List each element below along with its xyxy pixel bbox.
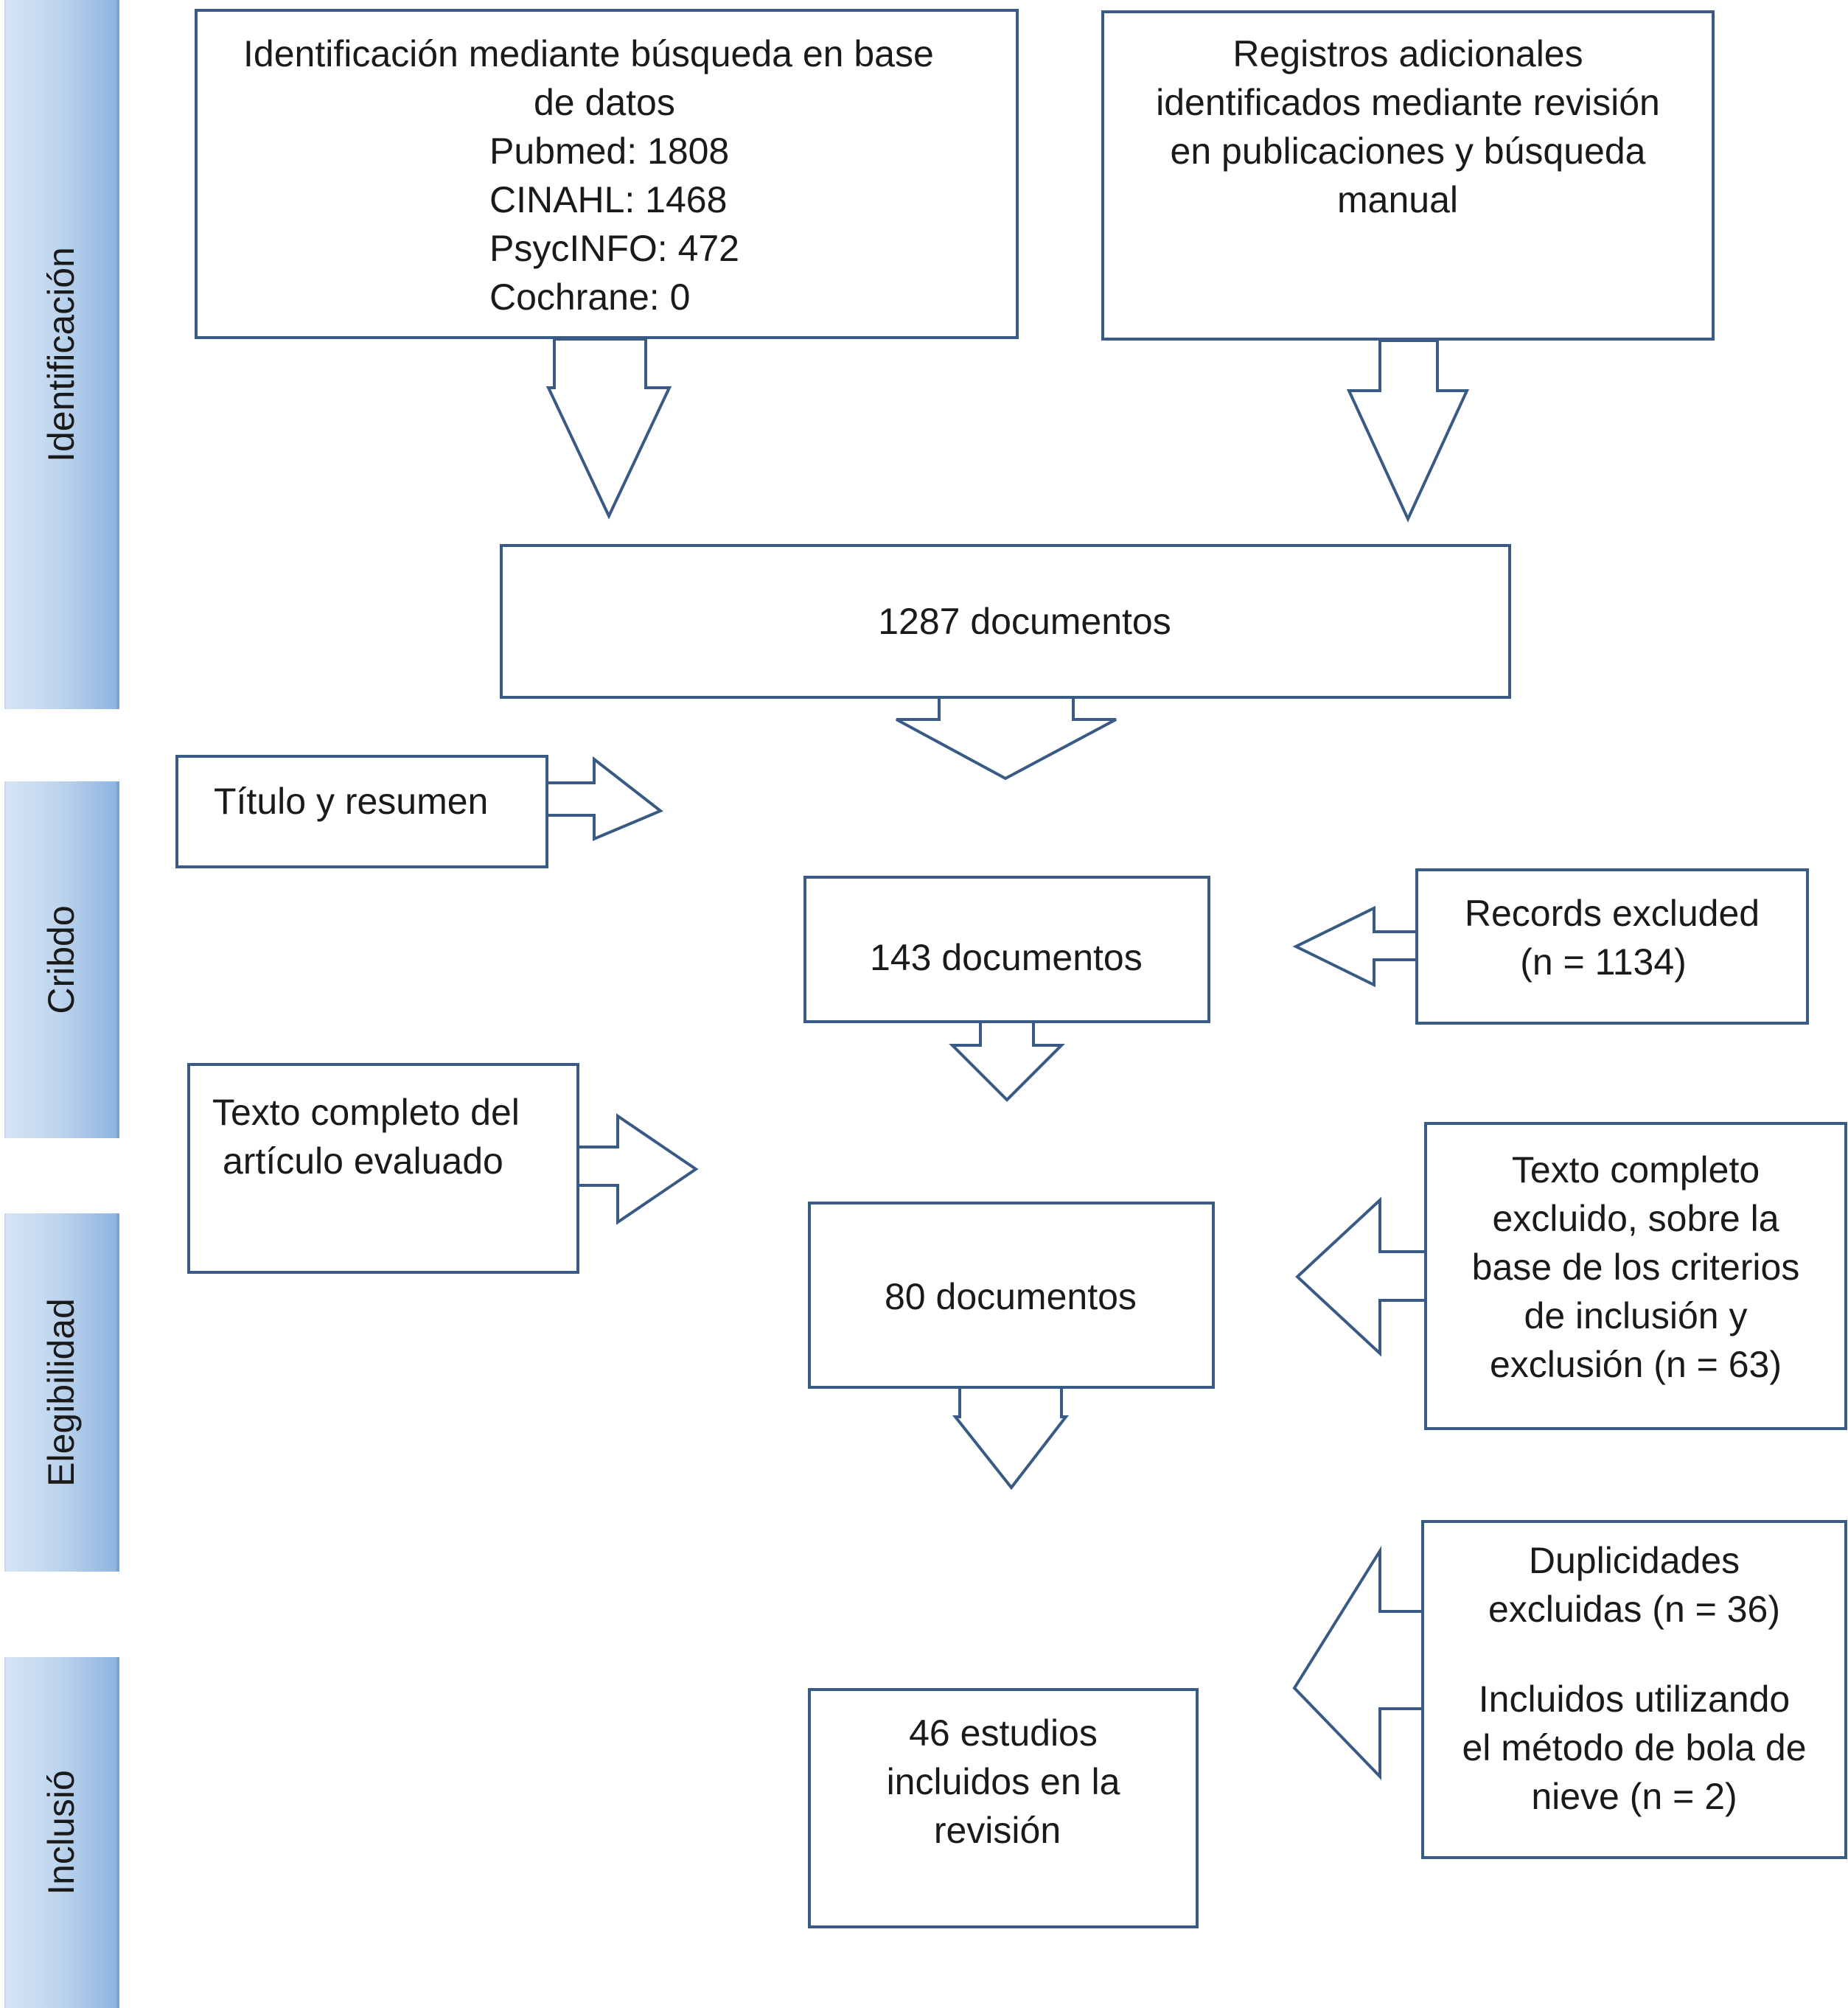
total-documents-label: 1287 documentos bbox=[878, 601, 1171, 642]
snowball-line1: Incluidos utilizando bbox=[1478, 1678, 1791, 1720]
full-text-assessed-box bbox=[187, 1063, 579, 1274]
duplicates-line1: Duplicidades bbox=[1528, 1540, 1740, 1581]
duplicates-line2: excluidas (n = 36) bbox=[1488, 1589, 1781, 1630]
screened-documents-label: 143 documentos bbox=[870, 937, 1143, 978]
left-arrow-full-text-excluded bbox=[1295, 1196, 1427, 1357]
duplicates-snowball-box bbox=[1421, 1520, 1847, 1859]
records-excluded-box bbox=[1415, 868, 1809, 1025]
total-documents-box bbox=[500, 544, 1511, 699]
records-excluded-line2: (n = 1134) bbox=[1520, 941, 1687, 983]
snowball-line2: el método de bola de bbox=[1462, 1727, 1807, 1768]
additional-records-line1: Registros adicionales bbox=[1232, 33, 1583, 74]
additional-records-box bbox=[1101, 10, 1715, 341]
phase-identification: Identificación bbox=[4, 0, 119, 709]
full-text-assessed-line2: artículo evaluado bbox=[223, 1140, 503, 1182]
left-arrow-duplicates bbox=[1292, 1546, 1424, 1780]
included-studies-line2: incluidos en la bbox=[886, 1761, 1120, 1802]
records-excluded-line1: Records excluded bbox=[1464, 893, 1760, 934]
right-arrow-title-abstract bbox=[545, 756, 663, 842]
down-arrow-screened bbox=[949, 1020, 1065, 1102]
full-text-excluded-line5: exclusión (n = 63) bbox=[1489, 1344, 1782, 1385]
snowball-line3: nieve (n = 2) bbox=[1531, 1776, 1737, 1817]
database-search-box bbox=[195, 9, 1019, 339]
phase-screening: Cribdo bbox=[4, 781, 119, 1138]
left-arrow-records-excluded bbox=[1292, 905, 1418, 988]
phase-inclusion: Inclusió bbox=[4, 1657, 119, 2008]
full-text-excluded-line3: base de los criterios bbox=[1471, 1247, 1800, 1288]
phase-eligibility: Elegibilidad bbox=[4, 1213, 119, 1572]
included-studies-line1: 46 estudios bbox=[909, 1712, 1098, 1754]
additional-records-line3: en publicaciones y búsqueda bbox=[1170, 130, 1646, 172]
down-arrow-total bbox=[896, 696, 1117, 781]
pubmed-count: Pubmed: 1808 bbox=[489, 130, 730, 172]
cochrane-count: Cochrane: 0 bbox=[489, 276, 691, 318]
cinahl-count: CINAHL: 1468 bbox=[489, 179, 728, 220]
full-text-excluded-line2: excluido, sobre la bbox=[1492, 1198, 1779, 1239]
down-arrow-eligible bbox=[952, 1386, 1070, 1491]
included-studies-box bbox=[808, 1688, 1199, 1928]
down-arrow-additional bbox=[1346, 339, 1470, 523]
included-studies-line3: revisión bbox=[933, 1810, 1061, 1851]
database-search-line2: de datos bbox=[534, 82, 675, 123]
additional-records-line4: manual bbox=[1337, 179, 1458, 220]
screened-documents-box bbox=[803, 876, 1210, 1023]
title-abstract-box bbox=[175, 755, 548, 868]
full-text-excluded-line1: Texto completo bbox=[1511, 1149, 1760, 1190]
additional-records-line2: identificados mediante revisión bbox=[1156, 82, 1660, 123]
psycinfo-count: PsycINFO: 472 bbox=[489, 228, 739, 269]
down-arrow-database bbox=[545, 338, 672, 520]
full-text-assessed-line1: Texto completo del bbox=[212, 1092, 520, 1133]
full-text-excluded-box bbox=[1424, 1122, 1847, 1430]
eligible-documents-label: 80 documentos bbox=[885, 1276, 1137, 1317]
right-arrow-full-text bbox=[576, 1113, 699, 1225]
full-text-excluded-line4: de inclusión y bbox=[1524, 1295, 1748, 1336]
eligible-documents-box bbox=[808, 1202, 1215, 1389]
title-abstract-label: Título y resumen bbox=[214, 781, 489, 822]
database-search-line1: Identificación mediante búsqueda en base bbox=[243, 33, 934, 74]
